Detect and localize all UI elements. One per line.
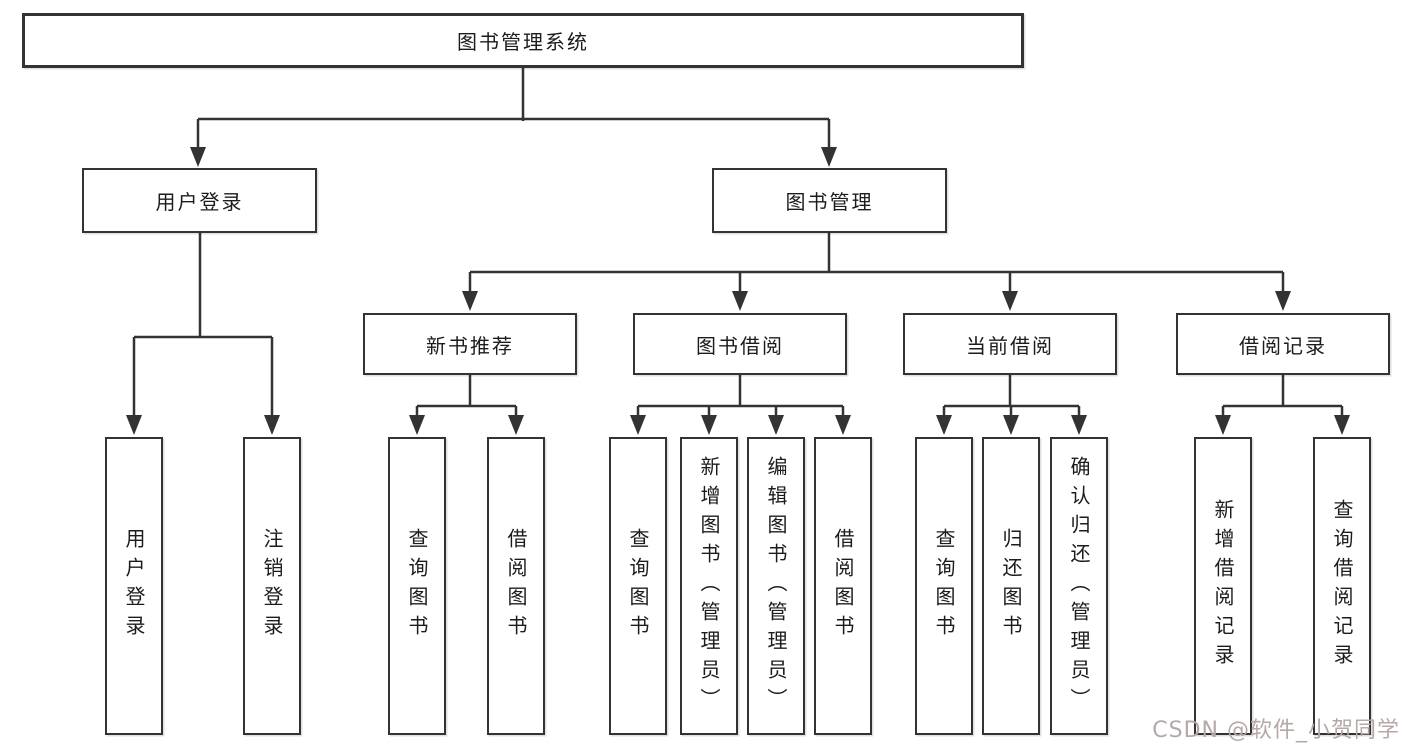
leaf-add-borrow-record-label: 新增借阅记录 (1211, 499, 1235, 673)
leaf-borrow-books-recommend-label: 借阅图书 (504, 528, 528, 644)
leaf-user-login: 用户登录 (105, 437, 163, 735)
leaf-return-books-label: 归还图书 (999, 528, 1023, 644)
node-book-borrowing-label: 图书借阅 (696, 333, 784, 358)
node-borrowing-records-label: 借阅记录 (1239, 333, 1327, 358)
leaf-confirm-return-admin: 确认归还（管理员） (1050, 437, 1108, 735)
leaf-borrow-books-borrowing: 借阅图书 (814, 437, 872, 735)
node-new-book-recommend: 新书推荐 (363, 313, 577, 375)
leaf-logout-label: 注销登录 (260, 528, 284, 644)
leaf-logout: 注销登录 (243, 437, 301, 735)
node-user-login-branch: 用户登录 (82, 168, 317, 233)
leaf-query-borrow-record-label: 查询借阅记录 (1330, 499, 1354, 673)
node-book-management-branch: 图书管理 (712, 168, 947, 233)
leaf-query-books-borrowing-label: 查询图书 (626, 528, 650, 644)
leaf-user-login-label: 用户登录 (122, 528, 146, 644)
leaf-query-books-borrowing: 查询图书 (609, 437, 667, 735)
node-current-borrowing-label: 当前借阅 (966, 333, 1054, 358)
leaf-query-borrow-record: 查询借阅记录 (1313, 437, 1371, 735)
node-current-borrowing: 当前借阅 (903, 313, 1117, 375)
leaf-add-book-admin-label: 新增图书（管理员） (697, 455, 721, 717)
node-root-system: 图书管理系统 (22, 13, 1024, 68)
connector-lines (132, 68, 1344, 418)
leaf-query-books-recommend-label: 查询图书 (405, 528, 429, 644)
arrowhead-icons (126, 147, 1350, 435)
leaf-query-books-recommend: 查询图书 (388, 437, 446, 735)
leaf-return-books: 归还图书 (982, 437, 1040, 735)
leaf-add-borrow-record: 新增借阅记录 (1194, 437, 1252, 735)
leaf-borrow-books-borrowing-label: 借阅图书 (831, 528, 855, 644)
leaf-query-books-current-label: 查询图书 (932, 528, 956, 644)
node-borrowing-records: 借阅记录 (1176, 313, 1390, 375)
leaf-query-books-current: 查询图书 (915, 437, 973, 735)
node-book-management-branch-label: 图书管理 (785, 190, 874, 214)
leaf-confirm-return-admin-label: 确认归还（管理员） (1067, 455, 1091, 717)
node-book-borrowing: 图书借阅 (633, 313, 847, 375)
leaf-borrow-books-recommend: 借阅图书 (487, 437, 545, 735)
node-user-login-branch-label: 用户登录 (155, 190, 244, 214)
leaf-edit-book-admin: 编辑图书（管理员） (747, 437, 805, 735)
leaf-add-book-admin: 新增图书（管理员） (680, 437, 738, 735)
csdn-watermark: CSDN @软件_小贺同学 (1152, 718, 1400, 743)
node-new-book-recommend-label: 新书推荐 (426, 333, 514, 358)
leaf-edit-book-admin-label: 编辑图书（管理员） (764, 455, 788, 717)
node-root-label: 图书管理系统 (457, 30, 589, 54)
